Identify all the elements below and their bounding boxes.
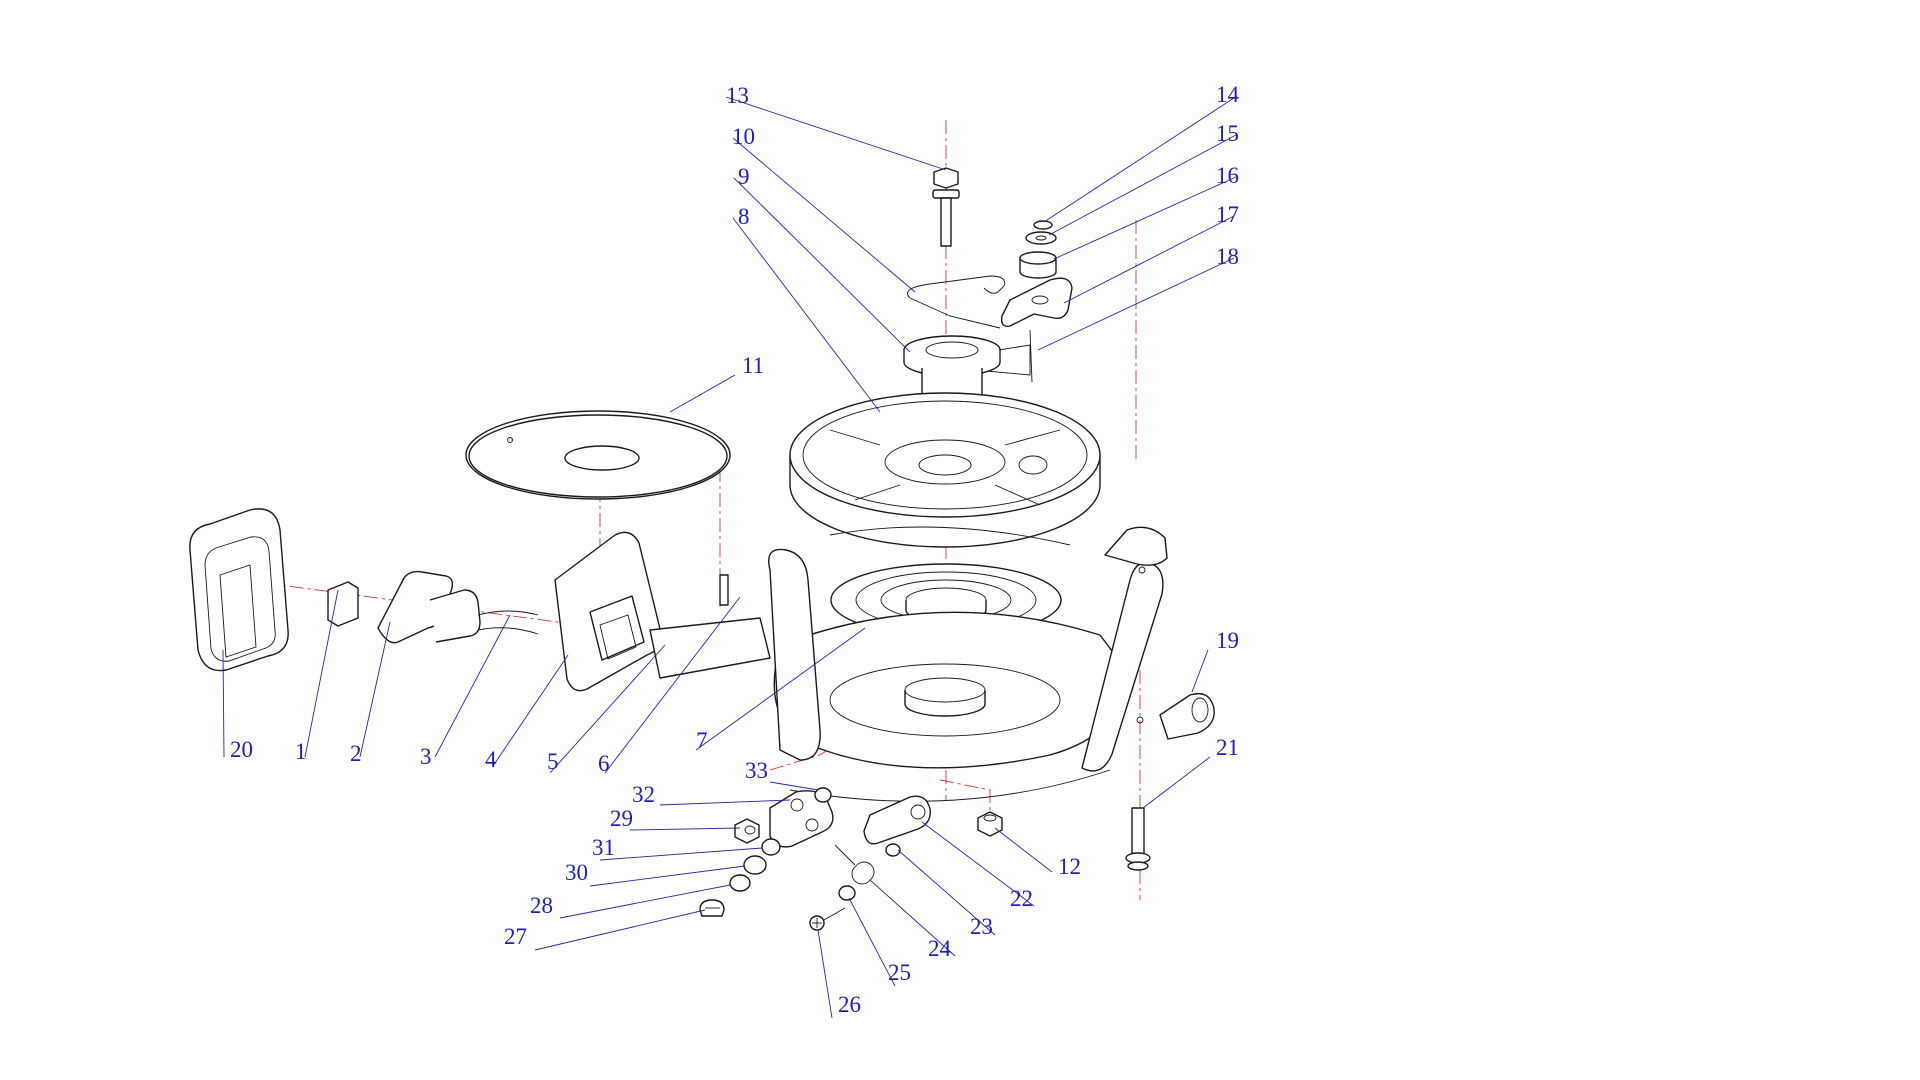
callout-26: 26: [838, 992, 861, 1017]
part-10-wire-clip: [907, 275, 1006, 329]
part-26-screw: [809, 907, 846, 931]
part-25-washer: [838, 885, 856, 901]
callout-7: 7: [696, 728, 708, 753]
callout-5: 5: [547, 749, 559, 774]
callout-16: 16: [1216, 163, 1239, 188]
part-20-handle-frame: [189, 508, 289, 672]
callout-9: 9: [738, 164, 750, 189]
callout-27: 27: [504, 924, 527, 949]
part-33-washer: [814, 787, 832, 803]
part-6-pin: [719, 574, 729, 606]
callout-12: 12: [1058, 854, 1081, 879]
part-27-screw: [699, 899, 725, 917]
part-11-disc: [465, 410, 731, 500]
callout-23: 23: [970, 914, 993, 939]
callout-1: 1: [295, 739, 307, 764]
part-8-pulley-wheel: [789, 392, 1101, 548]
callout-28: 28: [530, 893, 553, 918]
part-3-rope: [477, 610, 539, 635]
part-5-guide-bracket: [649, 617, 771, 679]
callout-labels: 13 10 9 8 11 14 15 16 17 18 19 21 20 1 2…: [230, 82, 1240, 1017]
callout-25: 25: [888, 960, 911, 985]
part-2-grip-body: [377, 570, 481, 644]
callout-31: 31: [592, 835, 615, 860]
callout-18: 18: [1216, 244, 1239, 269]
callout-leaders: [222, 95, 1238, 1019]
part-23-pin: [885, 843, 901, 857]
callout-33: 33: [745, 758, 768, 783]
part-16-bushing: [1019, 251, 1057, 279]
callout-14: 14: [1216, 82, 1240, 107]
callout-8: 8: [738, 204, 750, 229]
callout-21: 21: [1216, 735, 1239, 760]
part-4-guide-plate: [554, 531, 662, 692]
callout-4: 4: [485, 747, 497, 772]
callout-13: 13: [726, 83, 749, 108]
callout-19: 19: [1216, 628, 1239, 653]
part-30-washer: [743, 855, 767, 875]
callout-15: 15: [1216, 121, 1239, 146]
callout-22: 22: [1010, 886, 1033, 911]
part-22-pawl: [863, 795, 931, 845]
callout-20: 20: [230, 737, 253, 762]
part-24-spring: [834, 844, 875, 885]
starter-housing-frame: [768, 526, 1168, 802]
part-17-ratchet-arm: [1000, 277, 1073, 327]
callout-11: 11: [742, 353, 764, 378]
callout-32: 32: [632, 782, 655, 807]
part-29-nut: [734, 818, 760, 844]
callout-24: 24: [928, 936, 952, 961]
part-28-washer: [729, 874, 751, 892]
callout-3: 3: [420, 744, 432, 769]
part-14-washer: [1033, 220, 1053, 230]
callout-6: 6: [598, 751, 610, 776]
callout-2: 2: [350, 741, 362, 766]
part-19-knob: [1159, 692, 1215, 740]
part-21-pin: [1125, 807, 1151, 871]
part-12-nut: [977, 811, 1003, 837]
callout-17: 17: [1216, 202, 1239, 227]
part-15-washer: [1025, 231, 1057, 245]
callout-30: 30: [565, 860, 588, 885]
part-13-bolt: [932, 167, 960, 247]
callout-10: 10: [732, 124, 755, 149]
part-31-spring-washer: [761, 838, 781, 856]
part-1-grip-insert: [327, 581, 359, 627]
callout-29: 29: [610, 806, 633, 831]
